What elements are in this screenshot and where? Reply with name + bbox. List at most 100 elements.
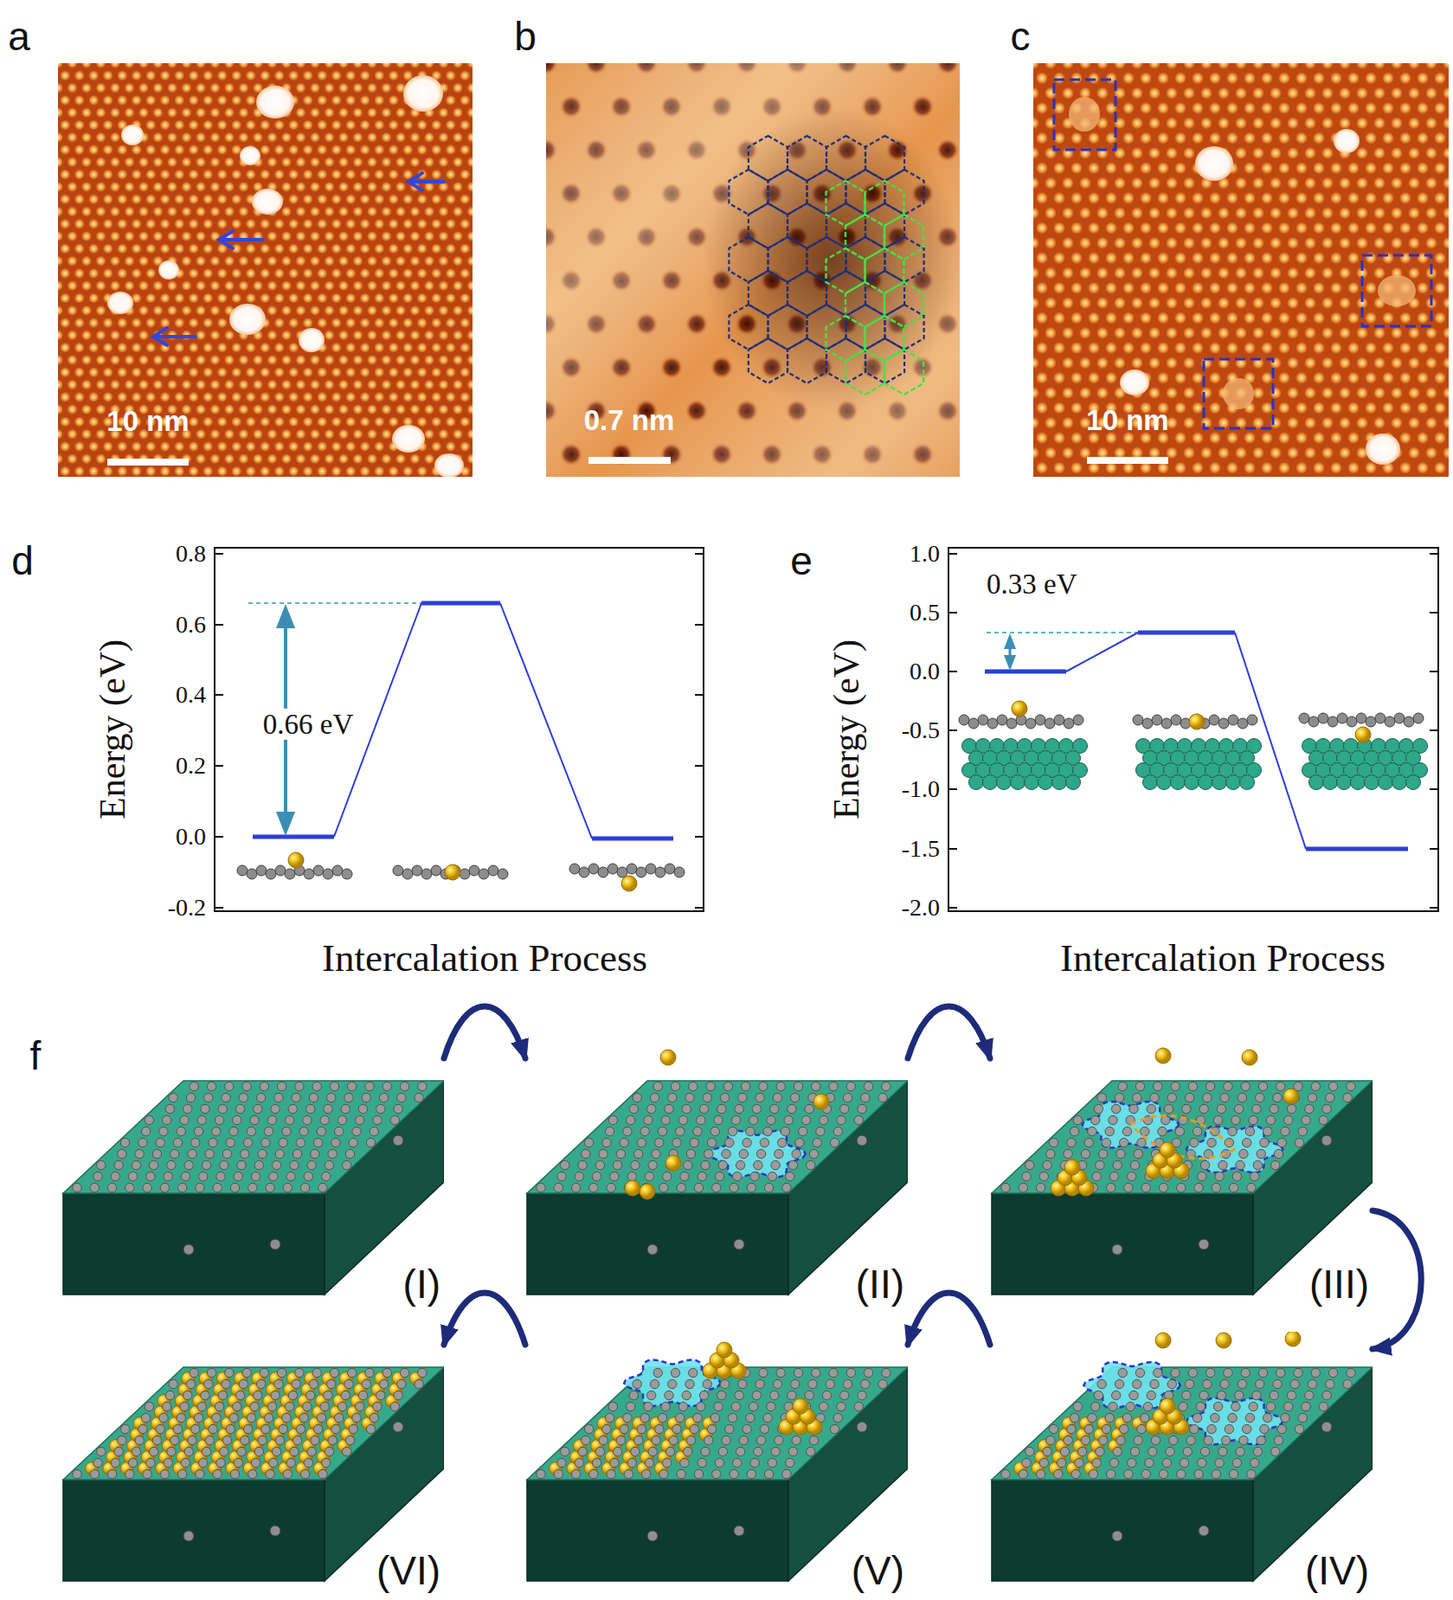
carbon-atom — [365, 1368, 374, 1377]
carbon-atom — [1228, 1469, 1238, 1479]
carbon-atom — [1067, 1424, 1076, 1434]
carbon-atom — [721, 1435, 731, 1445]
carbon-atom — [588, 863, 599, 875]
carbon-atom — [271, 1446, 281, 1456]
carbon-atom — [1093, 1390, 1103, 1400]
carbon-atom — [295, 1081, 304, 1091]
carbon-atom — [1133, 1435, 1143, 1445]
carbon-atom — [392, 865, 404, 876]
carbon-atom — [199, 1458, 208, 1467]
carbon-atom — [200, 1104, 210, 1113]
gold-atom — [1283, 1088, 1299, 1105]
energy-chart-e — [948, 547, 1439, 912]
carbon-atom — [1294, 1424, 1304, 1434]
carbon-atom — [657, 1126, 667, 1136]
carbon-atom — [714, 1458, 724, 1467]
carbon-atom — [205, 1435, 214, 1445]
carbon-atom — [777, 1137, 787, 1147]
carbon-atom — [193, 1126, 203, 1136]
carbon-atom — [184, 1446, 193, 1456]
carbon-atom — [707, 1137, 716, 1147]
carbon-atom — [626, 1401, 636, 1411]
carbon-atom — [1322, 1104, 1331, 1113]
carbon-atom — [840, 1390, 849, 1400]
carbon-atom — [634, 1435, 643, 1445]
carbon-atom — [344, 1379, 354, 1389]
gold-atom — [813, 1093, 830, 1110]
carbon-atom — [265, 868, 277, 880]
carbon-atom — [727, 1413, 737, 1422]
carbon-atom — [720, 1092, 729, 1102]
carbon-atom — [1141, 1469, 1151, 1479]
carbon-atom — [1232, 1171, 1241, 1181]
substrate-front — [991, 1479, 1254, 1582]
carbon-atom — [735, 1446, 745, 1456]
carbon-atom — [764, 1182, 773, 1192]
carbon-atom — [1146, 1104, 1156, 1113]
carbon-atom — [1242, 1137, 1252, 1147]
carbon-atom — [246, 1413, 256, 1422]
carbon-atom — [1223, 1368, 1233, 1377]
carbon-atom — [840, 1104, 849, 1113]
carbon-atom — [791, 1435, 801, 1445]
carbon-atom — [1207, 1137, 1216, 1147]
carbon-atom — [246, 868, 258, 880]
carbon-atom — [670, 1081, 680, 1091]
carbon-atom — [1322, 1390, 1331, 1400]
carbon-atom — [1213, 1115, 1222, 1125]
substrate-front — [527, 1193, 789, 1295]
carbon-atom — [199, 1171, 208, 1181]
carbon-atom — [125, 1182, 135, 1192]
energy-profile — [252, 603, 674, 839]
carbon-atom — [1084, 1424, 1093, 1434]
carbon-atom — [1150, 1092, 1159, 1102]
carbon-atom — [180, 1458, 190, 1467]
carbon-atom — [1077, 1446, 1087, 1456]
carbon-atom — [276, 1081, 286, 1091]
carbon-atom — [299, 1126, 309, 1136]
carbon-atom — [1161, 1115, 1171, 1125]
carbon-atom — [358, 1104, 367, 1113]
embedded-atom — [1321, 1421, 1332, 1433]
carbon-atom — [1182, 1104, 1191, 1113]
carbon-atom — [230, 1182, 239, 1192]
carbon-atom — [382, 1368, 392, 1377]
carbon-atom — [165, 1390, 174, 1400]
carbon-atom — [341, 868, 353, 880]
stm-lattice — [1033, 63, 1449, 477]
carbon-atom — [752, 1104, 761, 1113]
substrate-atom — [1240, 775, 1255, 791]
carbon-atom — [833, 1413, 843, 1422]
carbon-atom — [184, 1160, 193, 1170]
carbon-atom — [670, 1368, 680, 1377]
carbon-atom — [1188, 1368, 1197, 1377]
carbon-atom — [696, 1115, 706, 1125]
carbon-atom — [269, 1171, 278, 1181]
defect-region — [623, 1359, 721, 1407]
carbon-atom — [1151, 714, 1163, 726]
carbon-atom — [608, 1115, 618, 1125]
carbon-atom — [1234, 1104, 1244, 1113]
substrate-top — [527, 1080, 908, 1194]
carbon-atom — [1001, 1469, 1010, 1479]
dashed-square — [1054, 79, 1432, 429]
gold-atom — [1155, 1332, 1171, 1349]
carbon-atom — [222, 1149, 232, 1158]
axis-title: Energy (eV) — [92, 639, 133, 820]
embedded-atom — [733, 1239, 745, 1250]
carbon-atom — [1245, 1413, 1254, 1422]
carbon-atom — [218, 1104, 227, 1113]
carbon-atom — [574, 1458, 584, 1467]
carbon-atom — [1239, 1149, 1248, 1158]
carbon-atom — [208, 1424, 218, 1434]
carbon-atom — [1266, 1115, 1275, 1125]
carbon-atom — [861, 1092, 870, 1102]
carbon-atom — [414, 1379, 424, 1389]
carbon-atom — [557, 1171, 566, 1181]
carbon-atom — [771, 1446, 780, 1456]
carbon-atom — [225, 1424, 235, 1434]
carbon-atom — [720, 1379, 729, 1389]
carbon-atom — [756, 1435, 766, 1445]
carbon-atom — [675, 1126, 685, 1136]
carbon-atom — [1063, 1435, 1073, 1445]
